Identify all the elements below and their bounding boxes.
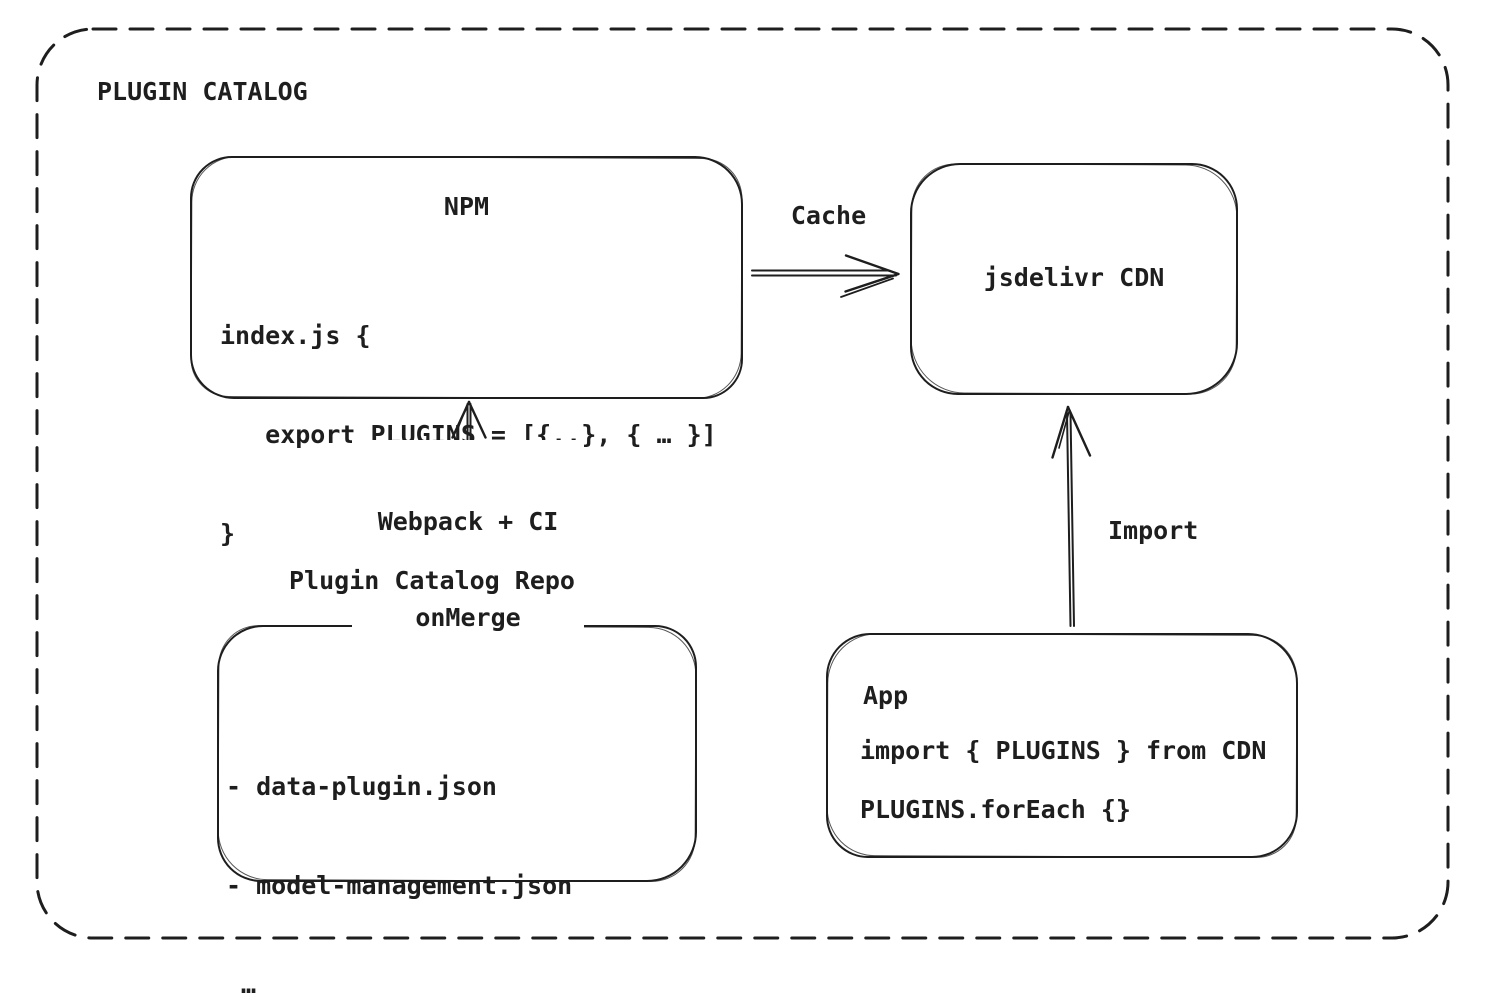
repo-file-item: … [226,970,257,999]
npm-node-title: NPM [443,192,490,221]
diagram-title: PLUGIN CATALOG [97,77,308,106]
repo-file-item: - data-plugin.json [226,772,497,801]
app-code-line: import { PLUGINS } from CDN [860,736,1267,765]
repo-node-label: Plugin Catalog Repo [289,566,575,595]
repo-file-item: - model-management.json [226,871,573,900]
npm-node: NPM index.js { export PLUGINS = [{..}, {… [190,156,743,548]
cdn-node: jsdelivr CDN [910,163,1238,395]
import-arrow [1051,405,1092,627]
cdn-node-title: jsdelivr CDN [983,263,1165,292]
import-arrow-label: Import [1108,516,1199,545]
build-arrow-label-line: onMerge [415,603,521,632]
repo-file-list: - data-plugin.json - model-management.js… [226,704,572,1002]
build-arrow-label-line: Webpack + CI [377,507,559,536]
app-node-title: App [863,681,909,710]
cache-arrow-label: Cache [790,201,867,230]
npm-code-line: index.js { [220,321,371,350]
app-code-line: PLUGINS.forEach {} [860,795,1131,824]
cache-arrow [751,254,900,298]
app-node: App import { PLUGINS } from CDN PLUGINS.… [826,633,1298,858]
